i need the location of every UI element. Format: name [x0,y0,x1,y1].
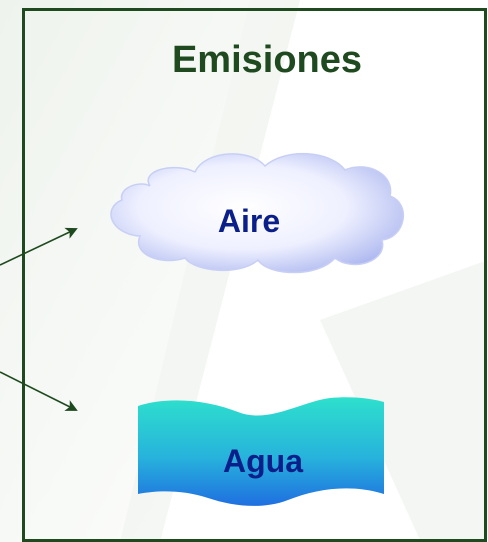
wave-banner-shape [138,397,384,506]
arrow-to-water [0,371,78,411]
diagram-title: Emisiones [172,39,362,81]
emissions-frame [22,8,487,542]
water-wave-node: Agua [138,397,384,506]
air-cloud-node: Aire [110,153,405,274]
water-label: Agua [223,443,303,479]
air-label: Aire [218,203,280,239]
arrow-to-air [0,227,78,266]
background-corner-shade [320,260,488,540]
cloud-shape [110,153,405,274]
